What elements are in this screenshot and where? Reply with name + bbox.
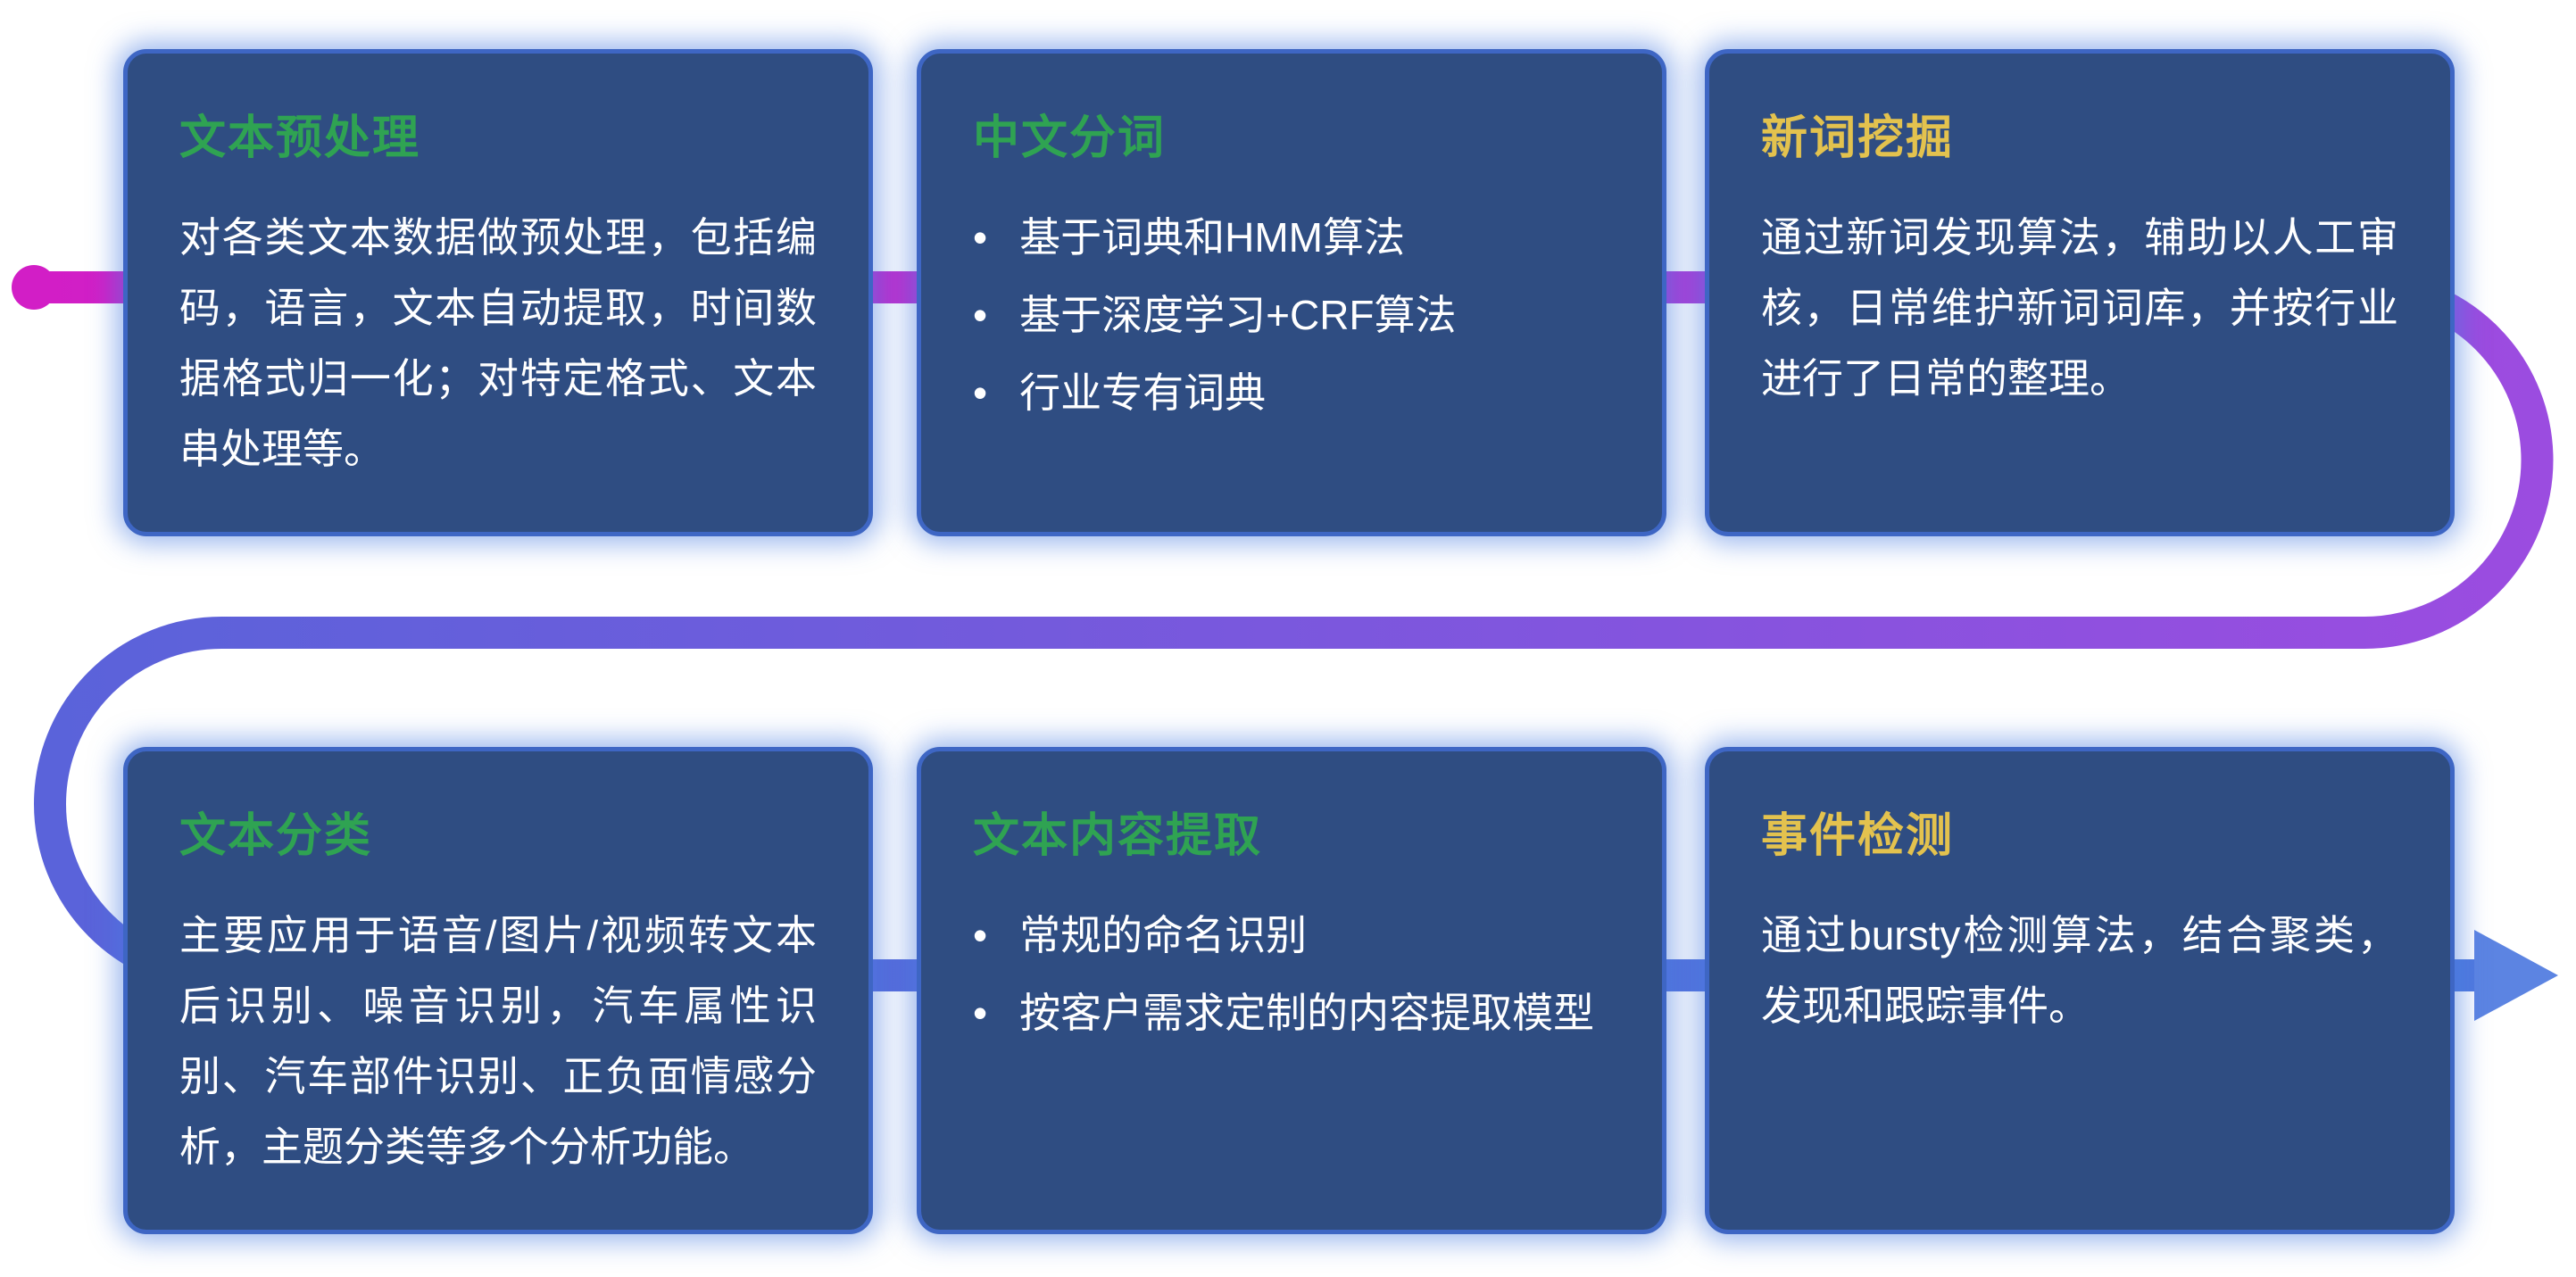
- card-text-classification: 文本分类 主要应用于语音/图片/视频转文本后识别、噪音识别，汽车属性识别、汽车部…: [123, 747, 873, 1234]
- card-bullet-list: • 基于词典和HMM算法 • 基于深度学习+CRF算法 • 行业专有词典: [973, 203, 1610, 428]
- card-title: 新词挖掘: [1761, 112, 1955, 164]
- bullet-icon: •: [973, 369, 988, 417]
- card-chinese-word-segmentation: 中文分词 • 基于词典和HMM算法 • 基于深度学习+CRF算法 • 行业专有词…: [917, 49, 1666, 536]
- card-title: 文本分类: [179, 810, 373, 862]
- card-body: 通过bursty检测算法，结合聚类，发现和跟踪事件。: [1761, 912, 2398, 1030]
- flow-segment-middle: [34, 460, 2554, 805]
- card-title: 文本内容提取: [973, 810, 1263, 862]
- card-new-word-mining: 新词挖掘 通过新词发现算法，辅助以人工审核，日常维护新词词库，并按行业进行了日常…: [1705, 49, 2455, 536]
- card-title: 文本预处理: [179, 112, 421, 164]
- bullet-icon: •: [973, 292, 988, 339]
- bullet-text: 行业专有词典: [1019, 369, 1267, 417]
- card-body: 对各类文本数据做预处理，包括编码，语言，文本自动提取，时间数据格式归一化；对特定…: [179, 214, 817, 473]
- card-bullet-list: • 常规的命名识别 • 按客户需求定制的内容提取模型: [973, 900, 1610, 1049]
- list-item: • 行业专有词典: [973, 358, 1610, 428]
- list-item: • 基于词典和HMM算法: [973, 203, 1610, 273]
- card-text-preprocessing: 文本预处理 对各类文本数据做预处理，包括编码，语言，文本自动提取，时间数据格式归…: [123, 49, 873, 536]
- bullet-text: 基于词典和HMM算法: [1019, 214, 1405, 261]
- bullet-text: 按客户需求定制的内容提取模型: [1019, 990, 1595, 1037]
- card-text-content-extraction: 文本内容提取 • 常规的命名识别 • 按客户需求定制的内容提取模型: [917, 747, 1666, 1234]
- bullet-text: 常规的命名识别: [1019, 912, 1308, 958]
- card-title: 中文分词: [973, 112, 1167, 164]
- card-body: 通过新词发现算法，辅助以人工审核，日常维护新词词库，并按行业进行了日常的整理。: [1761, 214, 2398, 402]
- list-item: • 按客户需求定制的内容提取模型: [973, 978, 1610, 1049]
- card-event-detection: 事件检测 通过bursty检测算法，结合聚类，发现和跟踪事件。: [1705, 747, 2455, 1234]
- bullet-icon: •: [973, 912, 988, 958]
- bullet-icon: •: [973, 214, 988, 261]
- card-title: 事件检测: [1761, 810, 1955, 862]
- list-item: • 基于深度学习+CRF算法: [973, 280, 1610, 351]
- bullet-text: 基于深度学习+CRF算法: [1019, 292, 1457, 339]
- flow-end-arrow-icon: [2474, 930, 2558, 1021]
- flow-start-dot: [12, 265, 56, 310]
- card-body: 主要应用于语音/图片/视频转文本后识别、噪音识别，汽车属性识别、汽车部件识别、正…: [179, 912, 817, 1171]
- list-item: • 常规的命名识别: [973, 900, 1610, 971]
- bullet-icon: •: [973, 990, 988, 1037]
